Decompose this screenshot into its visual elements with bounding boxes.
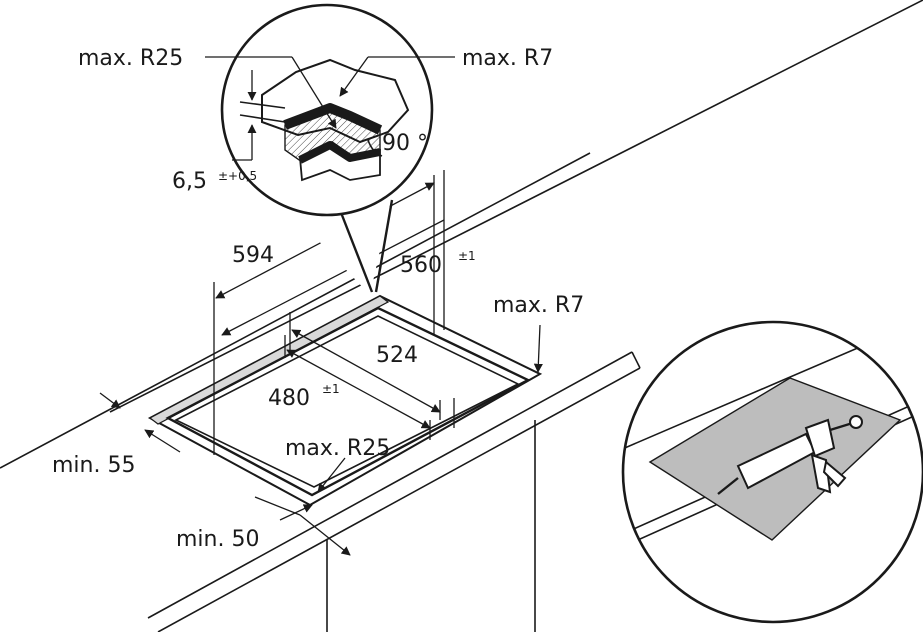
label-depth-560: 560 [400,253,442,278]
label-max-r7-top: max. R7 [462,46,553,71]
label-inner-524: 524 [376,343,418,368]
label-min-50: min. 50 [176,527,259,552]
label-min-55: min. 55 [52,453,135,478]
dimension-lines [99,170,543,556]
label-depth-tolerance: ±+0,5 [218,169,257,183]
label-width-594: 594 [232,243,274,268]
label-max-r25-top: max. R25 [78,46,183,71]
label-angle: 90 ° [382,131,428,156]
label-depth-560-tolerance: ±1 [458,249,476,263]
label-inner-480: 480 [268,386,310,411]
label-inner-480-tolerance: ±1 [322,382,340,396]
sealant-callout [621,320,923,624]
cutout-recess [147,294,543,507]
label-max-r25-bottom: max. R25 [285,436,390,461]
label-depth: 6,5 [172,169,207,194]
caulking-gun-icon [717,415,863,495]
zoom-detail-callout [205,3,455,295]
label-max-r7-side: max. R7 [493,293,584,318]
